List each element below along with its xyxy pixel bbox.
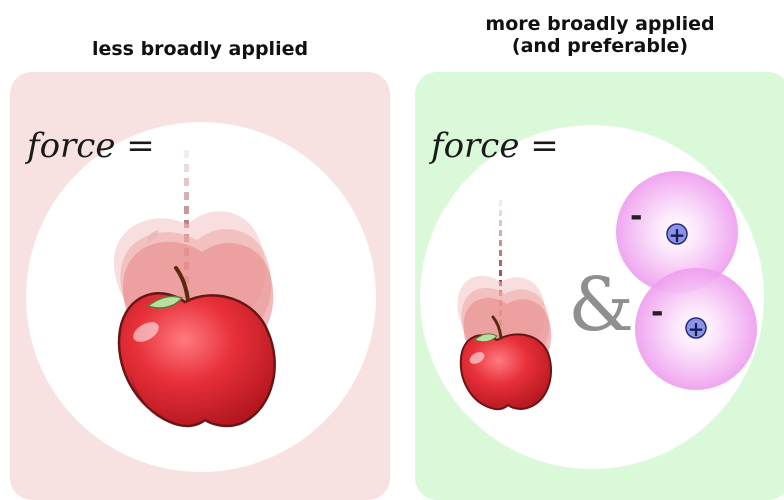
atom-lower-negative: - bbox=[651, 295, 663, 330]
proton-icon bbox=[685, 317, 707, 339]
atom-lower bbox=[635, 268, 757, 390]
atom-lower-positive: + bbox=[688, 317, 705, 341]
apple-right bbox=[459, 315, 552, 411]
left-formula-label: force = bbox=[27, 126, 155, 166]
atom-upper bbox=[616, 171, 738, 293]
proton-icon bbox=[666, 223, 688, 245]
right-panel-illustration: - + - + & bbox=[420, 125, 764, 469]
right-heading-line2: (and preferable) bbox=[511, 35, 689, 57]
left-panel-heading: less broadly applied bbox=[91, 38, 309, 60]
left-panel: force = bbox=[10, 72, 390, 500]
left-panel-illustration bbox=[26, 122, 376, 472]
right-panel-heading: more broadly applied (and preferable) bbox=[430, 13, 770, 57]
atom-upper-negative: - bbox=[630, 199, 642, 234]
right-panel: - + - + & force = bbox=[415, 72, 784, 500]
right-heading-line1: more broadly applied bbox=[485, 13, 715, 35]
apple bbox=[117, 266, 276, 428]
atom-upper-positive: + bbox=[669, 223, 686, 247]
right-formula-label: force = bbox=[431, 126, 559, 166]
ampersand-connector: & bbox=[568, 262, 634, 348]
